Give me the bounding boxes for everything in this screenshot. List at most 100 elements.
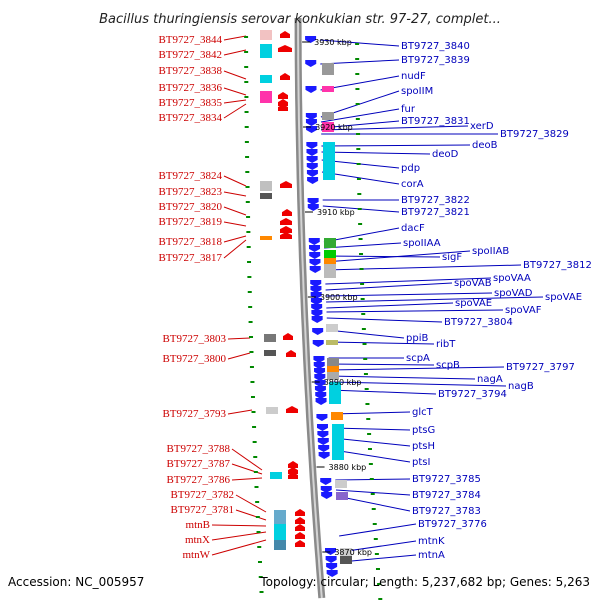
connector-line — [326, 302, 454, 309]
tick-mark — [360, 283, 365, 285]
gene-label-mtnb: mtnB — [186, 519, 210, 531]
gene-label-deod: deoD — [432, 149, 459, 160]
connector-line — [332, 427, 411, 431]
tick-mark — [244, 36, 249, 38]
gene-label-xerd: xerD — [470, 121, 494, 132]
connector-line — [329, 381, 507, 387]
gene-label-ptsh: ptsH — [412, 441, 435, 452]
connector-line — [223, 221, 247, 227]
forward-gene-arrow — [305, 60, 317, 67]
tick-mark — [356, 148, 361, 150]
forward-gene-arrow — [311, 316, 323, 323]
feature-box — [274, 510, 286, 524]
gene-label-pdp: pdp — [401, 163, 420, 174]
forward-gene-arrow — [310, 298, 322, 305]
gene-label-spovae: spoVAE — [455, 298, 492, 309]
tick-mark — [257, 561, 262, 563]
gene-label-bt9727_3818: BT9727_3818 — [158, 236, 222, 248]
feature-box — [331, 412, 343, 420]
connector-line — [324, 264, 522, 271]
feature-box — [327, 366, 339, 372]
gene-label-bt9727_3839: BT9727_3839 — [401, 55, 470, 66]
connector-line — [227, 337, 251, 340]
tick-mark — [257, 546, 262, 548]
kbp-label: 3900 kbp — [320, 293, 358, 302]
connector-line — [231, 477, 263, 481]
gene-label-bt9727_3817: BT9727_3817 — [158, 252, 222, 264]
connector-line — [332, 437, 411, 447]
connector-line — [321, 144, 471, 147]
connector-line — [223, 99, 247, 104]
topology-text: Topology: circular; Length: 5,237,682 bp… — [259, 575, 590, 589]
gene-label-bt9727_3835: BT9727_3835 — [158, 97, 222, 109]
feature-box — [340, 556, 352, 564]
connector-line — [324, 250, 471, 263]
gene-label-mtna: mtnA — [418, 550, 445, 561]
tick-mark — [245, 186, 250, 188]
forward-gene-arrow — [314, 368, 326, 375]
forward-gene-arrow — [315, 398, 327, 405]
gene-label-bt9727_3804: BT9727_3804 — [444, 317, 513, 328]
connector-line — [325, 282, 453, 291]
feature-box — [322, 63, 334, 75]
feature-box — [332, 424, 344, 460]
gene-label-glct: glcT — [412, 407, 434, 418]
connector-line — [329, 375, 476, 380]
feature-box — [260, 181, 272, 191]
tick-mark — [364, 388, 369, 390]
forward-gene-arrow — [307, 198, 319, 205]
gene-label-bt9727_3794: BT9727_3794 — [438, 389, 507, 400]
connector-line — [323, 227, 400, 243]
connector-line — [331, 411, 411, 415]
connector-line — [324, 255, 441, 258]
tick-mark — [362, 343, 367, 345]
tick-mark — [355, 58, 360, 60]
tick-mark — [375, 568, 380, 570]
gene-label-bt9727_3824: BT9727_3824 — [158, 170, 222, 182]
connector-line — [324, 242, 402, 249]
tick-mark — [368, 463, 373, 465]
gene-label-bt9727_3820: BT9727_3820 — [158, 201, 222, 213]
tick-mark — [247, 291, 252, 293]
feature-box — [336, 492, 348, 500]
reverse-gene-arrow — [295, 509, 305, 516]
tick-mark — [358, 223, 363, 225]
tick-mark — [244, 81, 249, 83]
feature-box — [260, 30, 272, 40]
reverse-gene-arrow — [295, 524, 305, 531]
feature-box — [327, 358, 339, 366]
tick-mark — [253, 471, 258, 473]
forward-gene-arrow — [305, 119, 317, 126]
map-title: Bacillus thuringiensis serovar konkukian… — [99, 12, 501, 27]
tick-mark — [248, 321, 253, 323]
connector-line — [223, 103, 247, 119]
feature-box — [322, 112, 334, 120]
gene-label-bt9727_3836: BT9727_3836 — [158, 82, 222, 94]
gene-label-nudf: nudF — [401, 71, 426, 82]
reverse-gene-arrow — [278, 45, 292, 52]
tick-mark — [246, 231, 251, 233]
tick-mark — [244, 126, 249, 128]
tick-mark — [246, 246, 251, 248]
tick-mark — [245, 201, 250, 203]
genome-backbone — [294, 17, 326, 599]
connector-line — [326, 309, 504, 313]
feature-box — [264, 350, 276, 356]
gene-label-spovae: spoVAE — [545, 292, 582, 303]
tick-mark — [256, 531, 261, 533]
tick-mark — [369, 478, 374, 480]
kbp-label: 3890 kbp — [324, 378, 362, 387]
tick-mark — [245, 171, 250, 173]
gene-label-bt9727_3834: BT9727_3834 — [158, 112, 222, 124]
feature-box — [270, 472, 282, 479]
forward-gene-arrow — [305, 113, 317, 120]
tick-mark — [374, 553, 379, 555]
connector-line — [320, 39, 400, 47]
connector-line — [321, 120, 400, 129]
reverse-gene-arrow — [280, 181, 292, 188]
forward-gene-arrow — [307, 204, 319, 211]
forward-gene-arrow — [314, 374, 326, 381]
tick-mark — [258, 576, 263, 578]
connector-line — [211, 524, 267, 527]
connector-line — [321, 125, 469, 131]
